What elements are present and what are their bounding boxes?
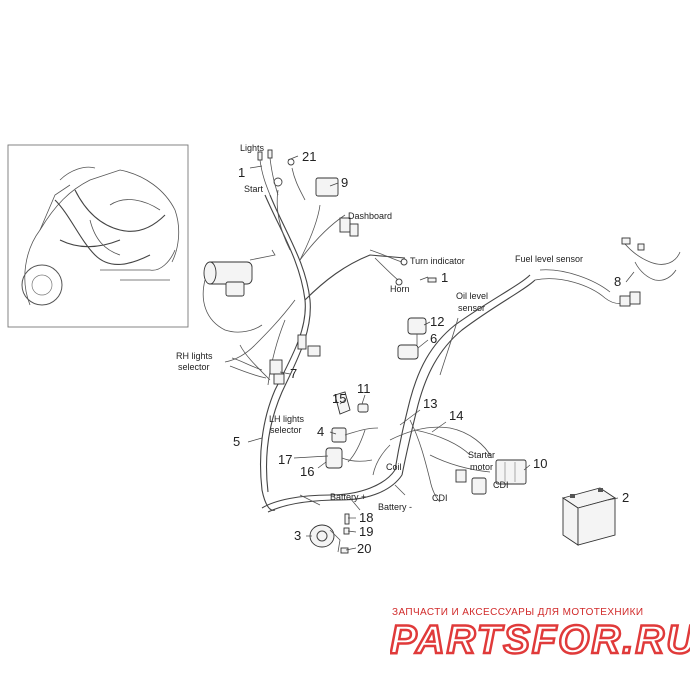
label-coil: Coil <box>386 462 402 472</box>
battery <box>561 487 617 546</box>
ignition-switch <box>202 249 276 333</box>
label-fuel-level-sensor: Fuel level sensor <box>515 254 583 264</box>
watermark-logo-text: PARTSFOR.RU <box>390 618 690 662</box>
lights-selector-connectors <box>229 334 321 385</box>
horn <box>309 513 350 554</box>
callout-10: 10 <box>533 456 547 471</box>
label-cdi-1: CDI <box>493 480 509 490</box>
callout-12: 12 <box>430 314 444 329</box>
label-lh-lights-selector-2: selector <box>270 425 302 435</box>
label-lights: Lights <box>240 143 265 153</box>
leader-lines <box>247 155 635 551</box>
label-battery-minus: Battery - <box>378 502 412 512</box>
callout-8: 8 <box>614 274 621 289</box>
watermark-logo: PARTSFOR.RU <box>390 617 690 663</box>
label-oil-level-sensor-2: sensor <box>458 303 485 313</box>
callout-2: 2 <box>622 490 629 505</box>
label-battery-plus: Battery + <box>330 492 366 502</box>
label-dashboard: Dashboard <box>348 211 392 221</box>
callout-21: 21 <box>302 149 316 164</box>
label-starter-motor-2: motor <box>470 462 493 472</box>
callout-6: 6 <box>430 331 437 346</box>
callout-13: 13 <box>423 396 437 411</box>
callout-16: 16 <box>300 464 314 479</box>
callout-18: 18 <box>359 510 373 525</box>
callout-1-right: 1 <box>441 270 448 285</box>
watermark-tagline: ЗАПЧАСТИ И АКСЕССУАРЫ ДЛЯ МОТОТЕХНИКИ <box>392 607 644 618</box>
label-lh-lights-selector-1: LH lights <box>269 414 305 424</box>
label-start: Start <box>244 184 264 194</box>
turn-horn-connectors <box>369 249 437 286</box>
scooter-inset <box>7 144 189 328</box>
label-horn: Horn <box>390 284 410 294</box>
callout-3: 3 <box>294 528 301 543</box>
callout-7: 7 <box>290 366 297 381</box>
starter-relay <box>455 459 527 495</box>
callout-5: 5 <box>233 434 240 449</box>
callout-9: 9 <box>341 175 348 190</box>
label-oil-level-sensor-1: Oil level <box>456 291 488 301</box>
callout-14: 14 <box>449 408 463 423</box>
callout-17: 17 <box>278 452 292 467</box>
label-turn-indicator: Turn indicator <box>410 256 465 266</box>
label-rh-lights-selector-1: RH lights <box>176 351 213 361</box>
label-rh-lights-selector-2: selector <box>178 362 210 372</box>
main-wiring-harness <box>224 189 631 513</box>
dashboard-connectors <box>257 149 359 237</box>
callout-11: 11 <box>357 381 371 396</box>
label-starter-motor-1: Starter <box>468 450 495 460</box>
callout-4: 4 <box>317 424 324 439</box>
callout-20: 20 <box>357 541 371 556</box>
callout-19: 19 <box>359 524 373 539</box>
callout-1-top: 1 <box>238 165 245 180</box>
label-cdi-2: CDI <box>432 493 448 503</box>
fuse-holders <box>325 391 379 469</box>
callout-15: 15 <box>332 391 346 406</box>
relays <box>397 317 427 360</box>
rear-light-harness <box>619 237 681 307</box>
